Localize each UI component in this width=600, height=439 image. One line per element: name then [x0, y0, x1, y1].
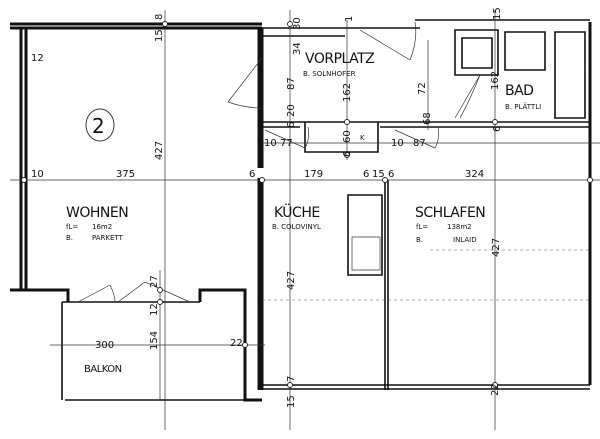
- dimension-labels: 12 10 375 6 179 6 15 6 324 10 77 10 87 3…: [31, 53, 484, 351]
- wohnen-floor: PARKETT: [92, 234, 124, 242]
- dim: 60: [342, 130, 353, 143]
- dim: 154: [149, 331, 160, 350]
- dim: 7: [286, 376, 297, 382]
- dim: 20: [286, 104, 297, 117]
- dim: 427: [491, 238, 502, 257]
- dim: 15: [286, 395, 297, 408]
- dim: 6: [342, 151, 353, 157]
- dim: 427: [154, 141, 165, 160]
- kamin-label: K: [360, 134, 365, 142]
- dim: 34: [292, 42, 303, 55]
- wohnen-area-label: fL=: [66, 223, 78, 231]
- dim: 10: [391, 138, 404, 149]
- bad-floor: B. PLÄTTLI: [505, 102, 541, 111]
- dim: 427: [286, 271, 297, 290]
- dim: 87: [413, 138, 426, 149]
- dim: 6: [363, 169, 369, 180]
- vorplatz-floor: B. SOLNHOFER: [303, 70, 356, 78]
- dim: 22: [490, 383, 501, 396]
- dim: 68: [422, 112, 433, 125]
- dim: 15: [372, 169, 385, 180]
- dim: 12: [31, 53, 44, 64]
- dim: 162: [342, 83, 353, 102]
- dim: 15: [492, 7, 503, 20]
- dim: 179: [304, 169, 323, 180]
- dim: 1: [344, 16, 355, 22]
- kueche-floor: B. COLOVINYL: [272, 223, 321, 231]
- schlafen-area: 138m2: [447, 223, 472, 231]
- room-kueche: KÜCHE: [274, 203, 320, 221]
- dim: 375: [116, 169, 135, 180]
- dim: 6: [388, 169, 394, 180]
- door-swings: [77, 21, 481, 303]
- dim: 324: [465, 169, 484, 180]
- dim: 22: [230, 338, 243, 349]
- dim: 10: [31, 169, 44, 180]
- room-vorplatz: VORPLATZ: [305, 51, 374, 67]
- dim: 6: [492, 126, 503, 132]
- dim: 8: [154, 14, 165, 20]
- wohnen-floor-label: B.: [66, 234, 73, 242]
- dim: 300: [95, 340, 114, 351]
- dim: 12: [149, 303, 160, 316]
- schlafen-area-label: fL=: [416, 223, 428, 231]
- dim: 77: [280, 138, 293, 149]
- vertical-dimension-labels: 8 15 427 30 34 1 15 87 162 72 162 20 6 6…: [149, 7, 503, 408]
- schlafen-floor: INLAID: [453, 236, 477, 244]
- unit-number: 2: [92, 114, 105, 138]
- dim: 87: [286, 77, 297, 90]
- room-balkon: BALKON: [84, 364, 122, 375]
- dim: 72: [417, 82, 428, 95]
- dim: 6: [249, 169, 255, 180]
- dim: 30: [292, 17, 303, 30]
- dim: 27: [149, 275, 160, 288]
- dim: 162: [490, 71, 501, 90]
- room-wohnen: WOHNEN: [66, 205, 128, 221]
- walls: [10, 19, 592, 402]
- wohnen-area: 16m2: [92, 223, 112, 231]
- dim: 15: [154, 29, 165, 42]
- dim: 6: [286, 122, 297, 128]
- dimension-lines: [10, 10, 600, 430]
- room-bad: BAD: [505, 83, 533, 99]
- dim: 10: [264, 138, 277, 149]
- unit-number-circle: [85, 108, 115, 142]
- room-schlafen: SCHLAFEN: [415, 205, 485, 221]
- schlafen-floor-label: B.: [416, 236, 423, 244]
